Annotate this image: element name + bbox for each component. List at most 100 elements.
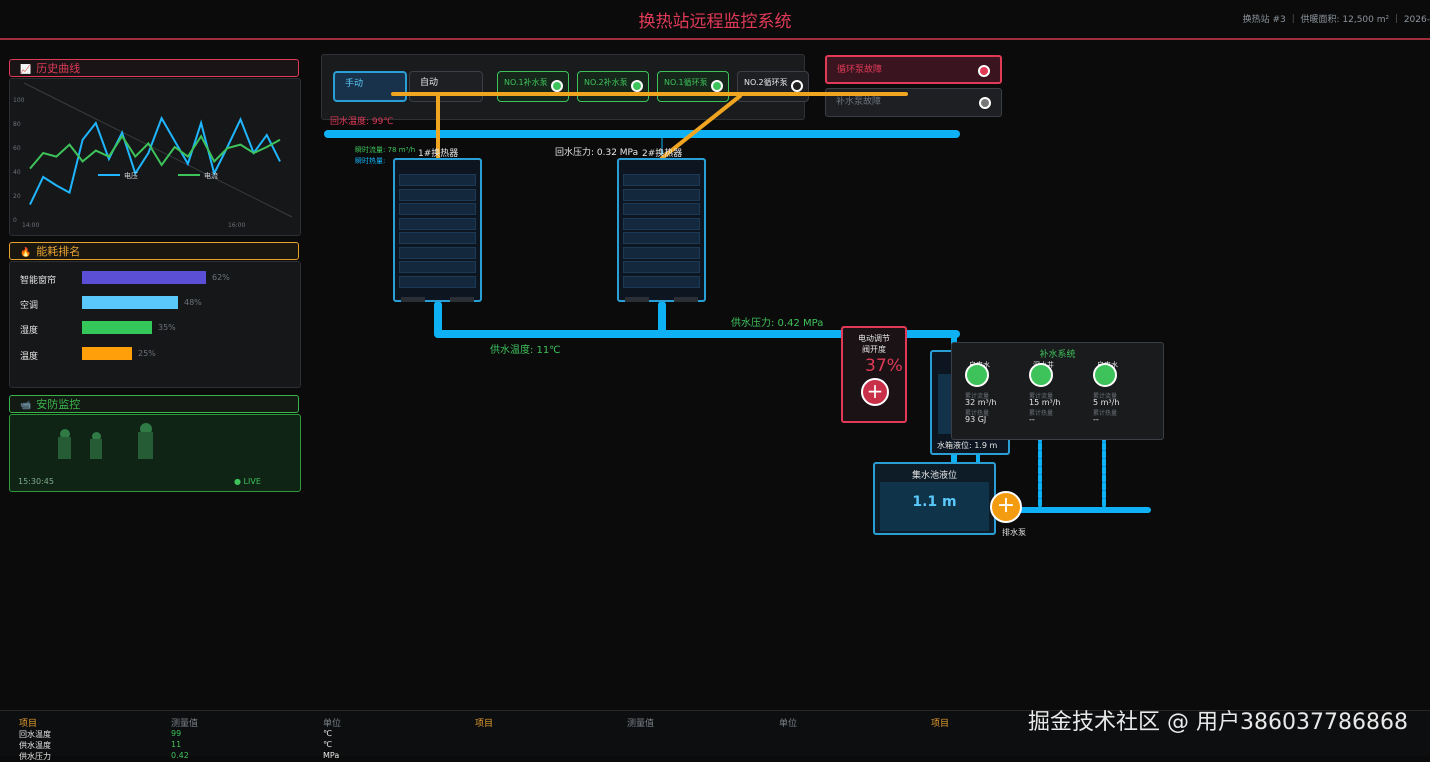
makeup-heat-caption: 累计热量 (965, 410, 990, 417)
table-cell-unit: ℃ (323, 740, 332, 749)
alarm-status-dot (978, 65, 990, 77)
legend-label: 电流 (204, 171, 218, 180)
makeup-flow-value: 32 m³/h (965, 398, 997, 407)
table-header-cell: 单位 (323, 719, 342, 729)
series-line-1 (29, 115, 281, 206)
table-cell-item: 供水压力 (19, 752, 51, 761)
valve-icon: + (861, 378, 889, 406)
pump-button-3[interactable]: NO.1循环泵 (657, 71, 729, 102)
return-pressure-label: 回水压力: 0.32 MPa (555, 148, 639, 158)
y-tick-label: 60 (13, 145, 21, 152)
person-body (90, 439, 102, 459)
makeup-heat-value: -- (1029, 415, 1035, 424)
ranking-item-label: 湿度 (20, 326, 39, 336)
makeup-pump-icon[interactable] (1093, 363, 1117, 387)
camera-icon: 📹 (20, 401, 32, 411)
hx-foot (401, 297, 425, 302)
chart-trend-guide (23, 82, 293, 218)
makeup-title: 补水系统 (1039, 350, 1076, 360)
y-tick-label: 20 (13, 193, 21, 200)
makeup-heat-caption: 累计热量 (1029, 410, 1054, 417)
hx-foot (450, 297, 474, 302)
drain-pump-icon[interactable]: + (990, 491, 1022, 523)
table-header-cell: 项目 (475, 719, 494, 729)
history-title-text: 历史曲线 (36, 62, 81, 75)
valve-title: 电动调节 (858, 334, 890, 343)
data-table (0, 710, 1430, 756)
y-tick-label: 80 (13, 121, 21, 128)
auto-label: 自动 (420, 78, 439, 88)
person-head (60, 429, 70, 439)
series-line-2 (29, 134, 281, 170)
makeup-flow-caption: 累计流量 (1029, 393, 1054, 400)
pump-status-dot (551, 80, 563, 92)
tank-level-label: 水箱液位: 1.9 m (937, 441, 998, 450)
valve-subtitle: 阀开度 (862, 345, 886, 354)
makeup-pump-icon[interactable] (1029, 363, 1053, 387)
security-title-text: 安防监控 (36, 398, 81, 411)
header-meta: 换热站 #3 ｜ 供暖面积: 12,500 m² ｜ 2026- (1242, 15, 1430, 25)
makeup-flow-caption: 累计流量 (965, 393, 990, 400)
collection-tank[interactable]: 集水池液位 1.1 m (873, 462, 996, 535)
hx2-label: 2#换热器 (642, 149, 683, 159)
pump-button-1[interactable]: NO.1补水泵 (497, 71, 569, 102)
camera-feed[interactable]: 15:30:45 ● LIVE (9, 414, 301, 492)
collection-tank-title: 集水池液位 (911, 471, 957, 481)
ranking-bar (82, 347, 132, 360)
hx-plate (399, 203, 476, 215)
makeup-pump-icon[interactable] (965, 363, 989, 387)
header-bar (0, 0, 1430, 40)
makeup-flow-caption: 累计流量 (1093, 393, 1118, 400)
history-panel-title: 📈 历史曲线 (9, 59, 299, 77)
pump-status-dot (631, 80, 643, 92)
heat-label: 瞬时热量: (355, 157, 386, 165)
valve-opening-value: 37% (865, 356, 903, 376)
live-badge: ● LIVE (234, 477, 261, 486)
collection-tank-water (880, 482, 989, 531)
chart-icon: 📈 (20, 65, 32, 75)
hx-plate (399, 174, 476, 186)
pump-button-2[interactable]: NO.2补水泵 (577, 71, 649, 102)
table-cell-unit: ℃ (323, 729, 332, 738)
supply-pressure-label: 供水压力: 0.42 MPa (731, 318, 824, 329)
ranking-percent: 35% (158, 323, 176, 332)
hx-plate (399, 188, 476, 201)
makeup-flow-value: 5 m³/h (1093, 398, 1120, 407)
flame-icon: 🔥 (20, 248, 32, 258)
return-temp-label: 回水温度: 99℃ (330, 117, 394, 127)
page-title: 换热站远程监控系统 (638, 12, 792, 32)
tank-gauge (938, 374, 954, 434)
table-header-cell: 项目 (19, 719, 38, 729)
auto-mode-button[interactable]: 自动 (409, 71, 483, 102)
hx-plate (623, 246, 700, 259)
alarm-circulation-pump[interactable]: 循环泵故障 (825, 55, 1002, 84)
control-signal-hx2 (660, 94, 742, 160)
control-valve[interactable]: 电动调节 阀开度 37% + (841, 326, 907, 423)
hx-plate (623, 188, 700, 201)
hx-plate (623, 174, 700, 186)
x-tick-label: 14:00 (22, 222, 39, 229)
hx-plate (399, 232, 476, 244)
pump-status-dot (711, 80, 723, 92)
person-body (58, 437, 71, 459)
heat-exchanger-2[interactable] (617, 158, 706, 302)
flow-label: 瞬时流量: 78 m³/h (355, 146, 416, 154)
makeup-heat-caption: 累计热量 (1093, 410, 1118, 417)
ranking-item-label: 温度 (20, 352, 39, 362)
heat-exchanger-1[interactable] (393, 158, 482, 302)
ranking-title-text: 能耗排名 (36, 245, 81, 258)
hx-plate (623, 275, 700, 288)
supply-temp-label: 供水温度: 11℃ (490, 345, 561, 356)
table-header-cell: 测量值 (627, 719, 655, 729)
manual-mode-button[interactable]: 手动 (333, 71, 407, 102)
pump-button-4[interactable]: NO.2循环泵 (737, 71, 809, 102)
ranking-bar (82, 271, 206, 284)
table-header-cell: 项目 (931, 719, 950, 729)
ranking-bar (82, 321, 152, 334)
camera-timestamp: 15:30:45 (18, 477, 54, 486)
table-cell-value: 99 (171, 729, 182, 738)
y-tick-label: 0 (13, 217, 17, 224)
makeup-heat-value: 93 GJ (965, 415, 987, 424)
